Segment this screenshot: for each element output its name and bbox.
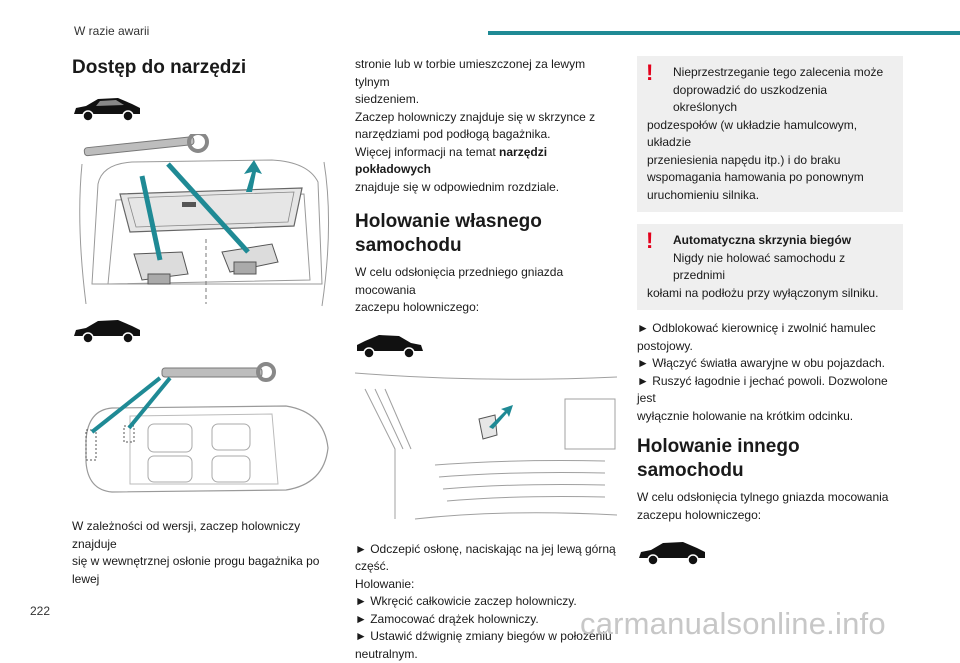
tools-location-text: W zależności od wersji, zaczep holownicz… — [72, 518, 334, 588]
front-eye-intro: W celu odsłonięcia przedniego gniazda mo… — [355, 264, 617, 317]
section-title-other-towing: Holowanie innego samochodu — [637, 435, 903, 483]
towing-instructions: ► Odblokować kierownicę i zwolnić hamule… — [637, 320, 903, 425]
car-silhouette-icon — [355, 333, 425, 359]
warning-exclamation-icon: ! — [646, 62, 653, 84]
section-title-tools: Dostęp do narzędzi — [72, 56, 334, 80]
watermark: carmanualsonline.info — [580, 606, 886, 642]
section-title-own-towing: Holowanie własnego samochodu — [355, 210, 617, 258]
tools-location-continued: stronie lub w torbie umieszczonej za lew… — [355, 56, 617, 196]
header-accent-bar — [488, 31, 960, 35]
trunk-toolbox-illustration — [72, 134, 334, 312]
towing-steps: ► Odczepić osłonę, naciskając na jej lew… — [355, 541, 617, 663]
page-number: 222 — [30, 604, 50, 618]
front-bumper-illustration — [355, 369, 617, 527]
warning-exclamation-icon: ! — [646, 230, 653, 252]
column-1: Dostęp do narzędzi — [72, 56, 334, 588]
arrow-icon — [244, 160, 262, 192]
column-2: stronie lub w torbie umieszczonej za lew… — [355, 56, 617, 663]
warning-box-automatic: ! Automatyczna skrzynia biegów Nigdy nie… — [637, 224, 903, 310]
car-silhouette-icon — [637, 540, 707, 566]
car-silhouette-icon — [72, 318, 142, 344]
rear-eye-intro: W celu odsłonięcia tylnego gniazda mocow… — [637, 489, 903, 524]
column-3: ! Nieprzestrzeganie tego zalecenia może … — [637, 56, 903, 566]
warning-box-damage: ! Nieprzestrzeganie tego zalecenia może … — [637, 56, 903, 212]
car-topview-illustration — [72, 352, 334, 512]
car-silhouette-icon — [72, 96, 142, 122]
running-header: W razie awarii — [74, 24, 149, 38]
